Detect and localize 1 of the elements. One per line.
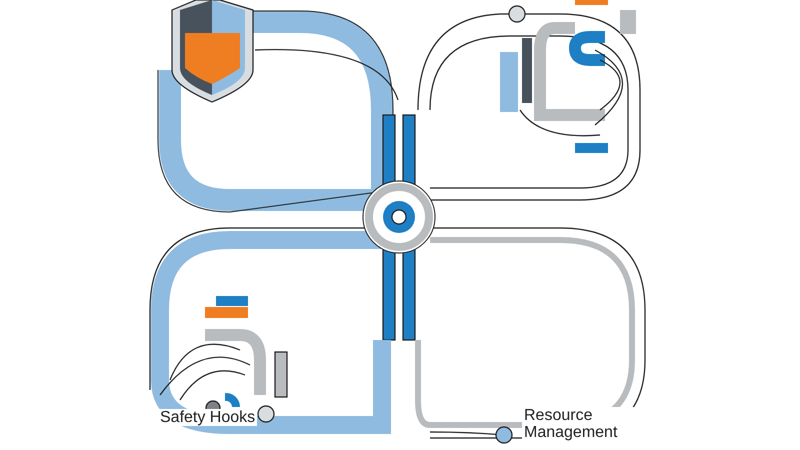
callout-label: Safety Hooks — [158, 409, 258, 426]
